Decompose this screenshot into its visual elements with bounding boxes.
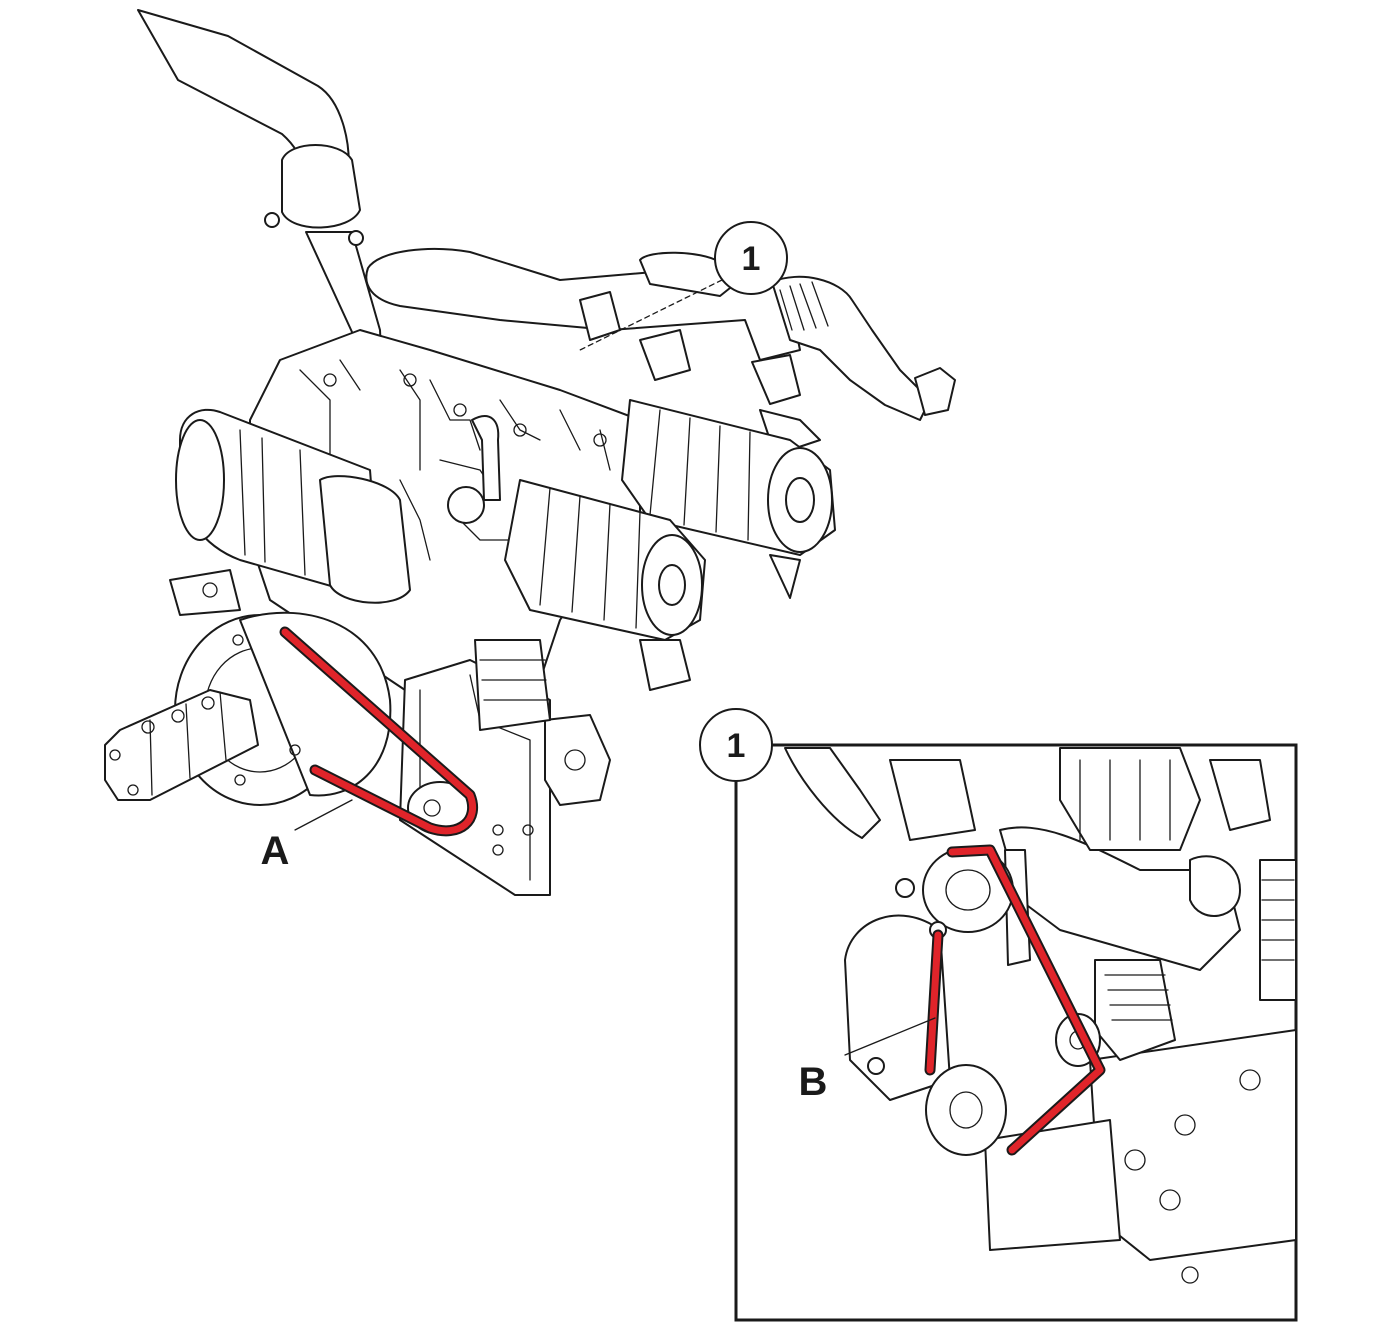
label-a: A: [261, 799, 353, 873]
air-filter-small: [504, 479, 706, 691]
detail-pulleys: [867, 847, 1101, 1156]
detail-engine: [784, 747, 1297, 1284]
callout-1-main-text: 1: [742, 240, 761, 278]
detail-inset: B: [734, 743, 1298, 1322]
air-filter-large: [621, 399, 836, 599]
callout-1-main: 1: [579, 221, 788, 351]
intake-piping: [365, 247, 956, 451]
hydraulic-pump: [104, 689, 259, 801]
drive-belt-a: [279, 626, 479, 837]
drive-belt-b: [924, 844, 1106, 1156]
label-a-text: A: [261, 829, 290, 873]
belt-a-highlight: [281, 628, 477, 835]
muffler-canister: [175, 408, 411, 604]
callout-1-detail: 1: [699, 708, 773, 782]
callout-1-detail-text: 1: [727, 727, 746, 765]
label-b: B: [799, 1017, 936, 1104]
crank-pulley: [925, 1064, 1007, 1156]
label-b-text: B: [799, 1060, 828, 1104]
starter-motor: [474, 639, 611, 806]
engine-assembly: [104, 9, 956, 896]
belt-b-highlight: [926, 846, 1104, 1154]
